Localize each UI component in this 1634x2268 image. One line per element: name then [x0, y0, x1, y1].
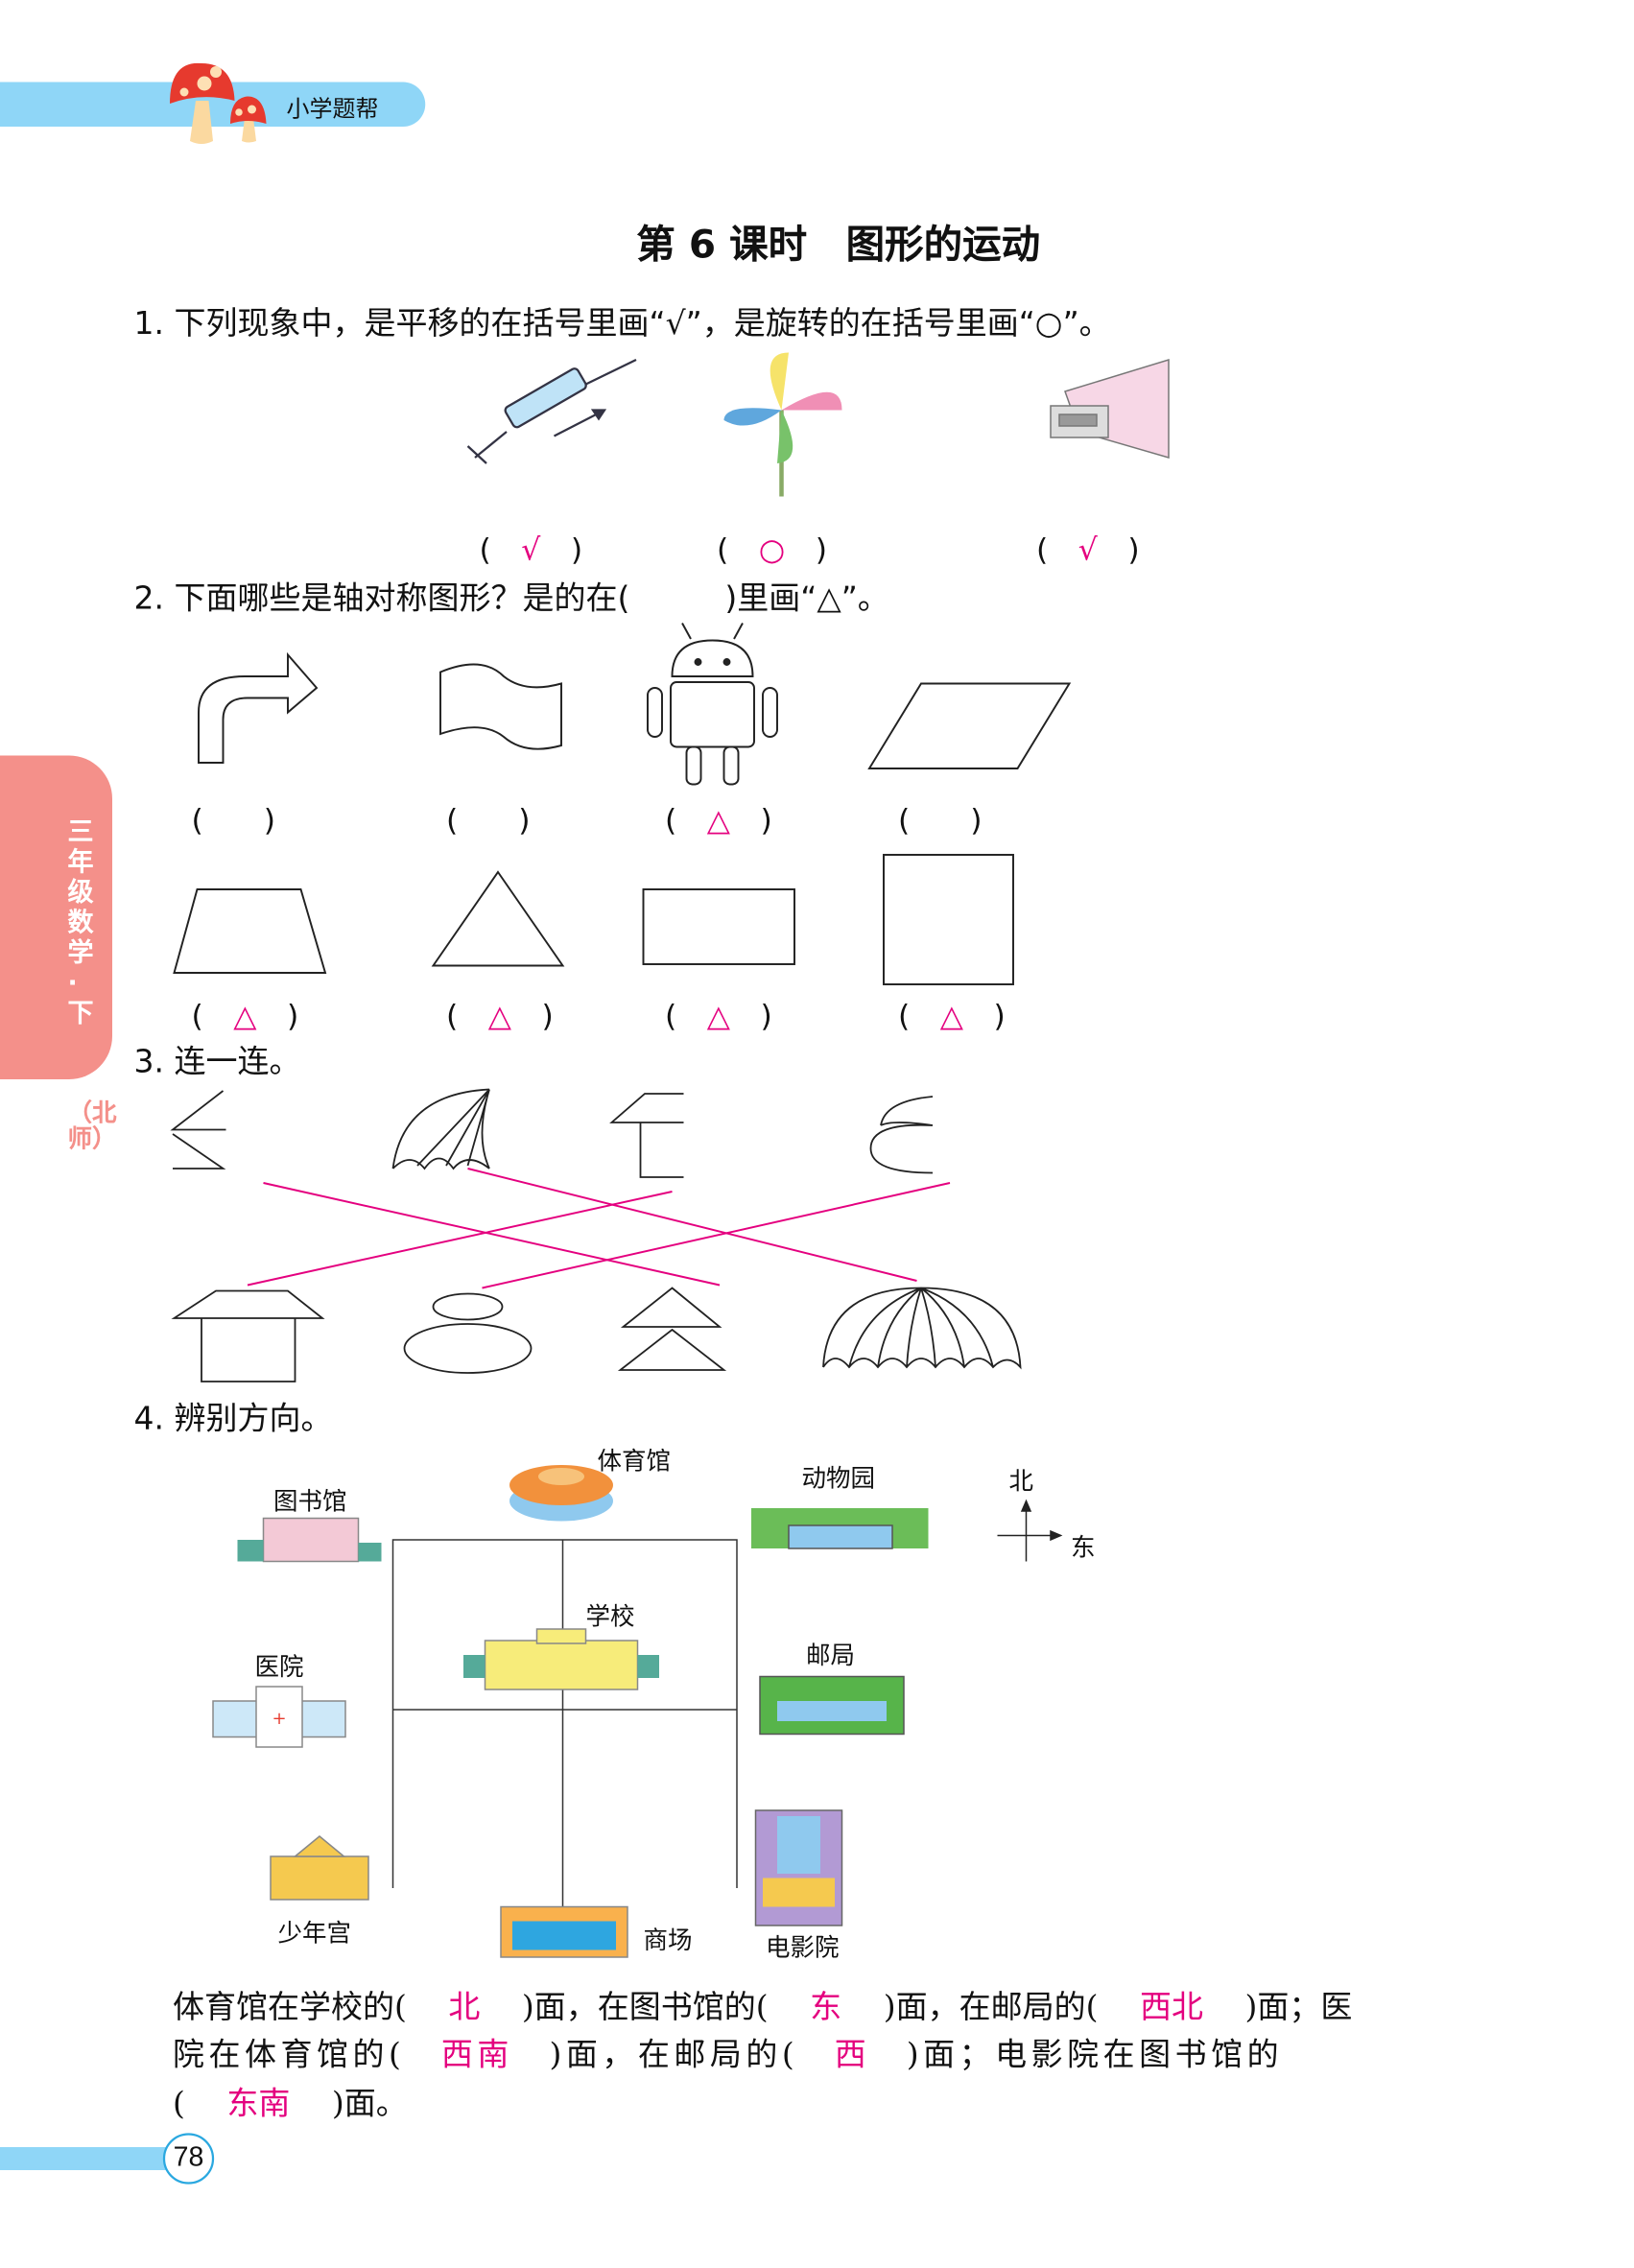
q1-answer-1: ( √ ) [479, 532, 583, 567]
house-shape [171, 1289, 325, 1382]
school-building [463, 1628, 659, 1690]
q2-answer-2: ( ) [446, 803, 531, 838]
rectangle-shape [642, 888, 795, 965]
label-post: 邮局 [806, 1642, 855, 1671]
q4-answer-line-3: ( 东南 )面。 [173, 2087, 408, 2123]
label-cinema: 电影院 [766, 1934, 840, 1963]
youth-palace-building [270, 1835, 369, 1901]
zoo-building [751, 1508, 929, 1549]
q2-answer-1: ( ) [191, 803, 276, 838]
side-tab-grade: 三年级数学·下 [67, 817, 94, 1029]
q2-answer-6: ( △ ) [446, 999, 554, 1033]
gym-building [509, 1465, 613, 1522]
side-tab-edition: （北师） [67, 1099, 117, 1154]
q4-prompt: 4. 辨别方向。 [133, 1402, 333, 1438]
robot-shape [647, 623, 778, 786]
turn-arrow-shape [198, 651, 319, 764]
cinema-building [754, 1809, 843, 1926]
q2-prompt: 2. 下面哪些是轴对称图形？是的在( )里画“△”。 [133, 581, 889, 618]
header-bar [0, 82, 426, 127]
label-hospital: 医院 [254, 1653, 304, 1683]
half-umbrella-shape [391, 1088, 490, 1170]
q2-answer-4: ( ) [898, 803, 983, 838]
q1-answer-3: ( √ ) [1036, 532, 1140, 567]
q1-answer-2: ( ○ ) [717, 532, 828, 567]
label-mall: 商场 [643, 1926, 693, 1956]
q2-answer-5: ( △ ) [191, 999, 299, 1033]
hospital-building: + [212, 1686, 346, 1748]
q4-answer-line-1: 体育馆在学校的( 北 )面，在图书馆的( 东 )面，在邮局的( 西北 )面；医 [173, 1990, 1353, 2027]
half-ellipse-shape [869, 1096, 934, 1174]
post-office-building [759, 1675, 905, 1736]
drawer-icon [1050, 358, 1170, 459]
label-east: 东 [1071, 1534, 1096, 1563]
label-north: 北 [1008, 1468, 1034, 1497]
q3-prompt: 3. 连一连。 [133, 1045, 301, 1081]
stacked-triangles-shape [617, 1287, 727, 1371]
page-number: 78 [173, 2142, 204, 2174]
label-youth-palace: 少年宫 [277, 1920, 352, 1949]
parallelogram-shape [867, 682, 1072, 769]
q2-answer-3: ( △ ) [665, 803, 772, 838]
q2-answer-7: ( △ ) [665, 999, 772, 1033]
q2-answer-8: ( △ ) [898, 999, 1006, 1033]
syringe-icon [466, 358, 637, 464]
connection-lines [247, 1168, 951, 1289]
trapezoid-shape [173, 888, 327, 974]
half-house-shape [609, 1093, 684, 1178]
mushroom-icon [170, 62, 267, 144]
brand-label: 小学题帮 [286, 95, 379, 123]
page-title: 第 6 课时 图形的运动 [636, 223, 1041, 269]
pinwheel-icon [723, 352, 842, 497]
square-shape [883, 854, 1014, 985]
map-grid [391, 1539, 738, 1928]
label-zoo: 动物园 [801, 1465, 876, 1494]
mall-building [500, 1905, 628, 1958]
triangle-shape [431, 870, 565, 967]
q1-prompt: 1. 下列现象中，是平移的在括号里画“√”，是旋转的在括号里画“○”。 [133, 306, 1111, 343]
umbrella-shape [822, 1287, 1022, 1370]
library-building [237, 1517, 382, 1563]
label-gym: 体育馆 [597, 1448, 672, 1477]
stacked-ellipses-shape [403, 1292, 533, 1374]
angle-half-shape [170, 1090, 226, 1169]
flag-shape [439, 663, 562, 750]
svg-text:+: + [272, 1709, 287, 1729]
compass-icon [997, 1499, 1063, 1562]
side-tab [0, 755, 112, 1079]
label-school: 学校 [585, 1603, 635, 1632]
label-library: 图书馆 [273, 1488, 347, 1517]
q4-answer-line-2: 院在体育馆的( 西南 )面，在邮局的( 西 )面；电影院在图书馆的 [173, 2038, 1284, 2074]
